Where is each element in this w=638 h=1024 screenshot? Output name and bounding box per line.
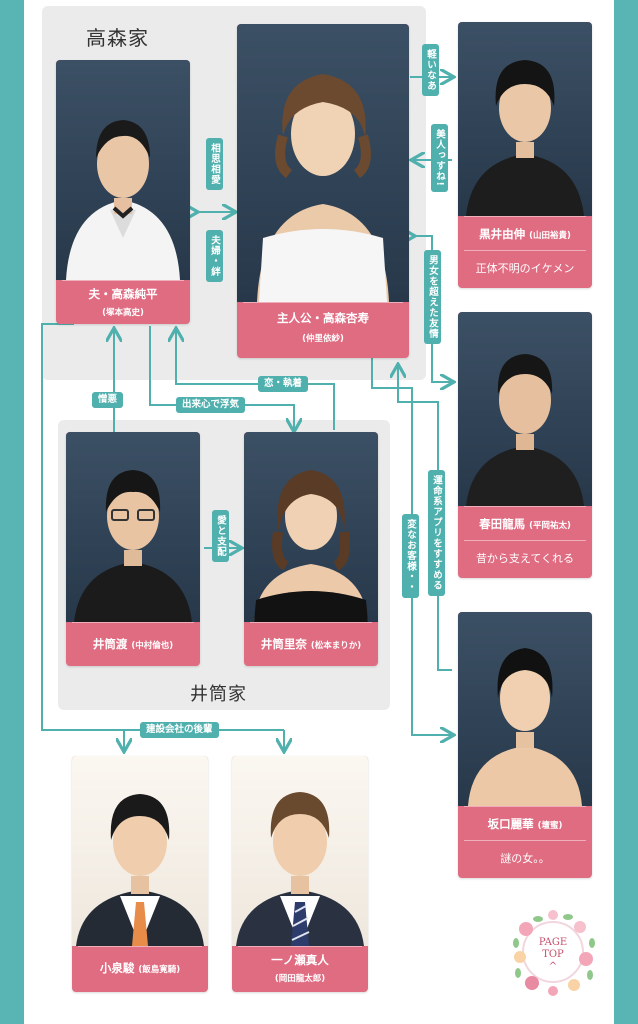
actor-heroine: (仲里依紗) bbox=[302, 334, 344, 344]
card-sakaguchi: 坂口麗華 (壇蜜) 謎の女。。 bbox=[458, 612, 592, 878]
photo-ichinose bbox=[232, 756, 368, 946]
card-haruta: 春田龍馬 (平岡祐太) 昔から支えてくれる bbox=[458, 312, 592, 578]
card-husband: 夫・高森純平 (塚本高史) bbox=[56, 60, 190, 324]
photo-wataru bbox=[66, 432, 200, 622]
card-divider bbox=[72, 622, 194, 623]
relation-koi: 恋・執着 bbox=[258, 376, 309, 392]
photo-rina bbox=[244, 432, 378, 622]
card-divider bbox=[464, 840, 586, 841]
page-top-label[interactable]: PAGE TOP ^ bbox=[506, 937, 600, 973]
card-ichinose: 一ノ瀬真人 (岡田龍太郎) bbox=[232, 756, 368, 992]
card-kuroi: 黒井由伸 (山田裕貴) 正体不明のイケメン bbox=[458, 22, 592, 288]
name-haruta: 春田龍馬 (平岡祐太) bbox=[479, 517, 571, 531]
relation-zouo: 憎悪 bbox=[92, 392, 124, 408]
name-rina: 井筒里奈 (松本まりか) bbox=[260, 637, 362, 651]
photo-husband bbox=[56, 60, 190, 280]
relation-dekigokoro: 出来心で浮気 bbox=[176, 397, 246, 413]
flower-wreath-icon bbox=[513, 910, 595, 996]
card-divider bbox=[238, 946, 362, 947]
photo-kuroi bbox=[458, 22, 592, 216]
name-heroine: 主人公・高森杏寿 bbox=[277, 311, 369, 325]
card-heroine: 主人公・高森杏寿 (仲里依紗) bbox=[237, 24, 409, 358]
card-divider bbox=[464, 506, 586, 507]
card-divider bbox=[464, 540, 586, 541]
relation-unmei: 運命系アプリをすすめる bbox=[428, 470, 445, 596]
takamori-family-label: 高森家 bbox=[86, 26, 149, 50]
card-divider bbox=[62, 280, 184, 281]
card-divider bbox=[243, 302, 403, 303]
relation-kensetsu: 建設会社の後輩 bbox=[140, 722, 219, 738]
relation-danjo: 男女を超えた友情 bbox=[424, 250, 441, 344]
person-silhouette-icon bbox=[257, 74, 389, 302]
photo-haruta bbox=[458, 312, 592, 506]
photo-sakaguchi bbox=[458, 612, 592, 806]
card-divider bbox=[464, 216, 586, 217]
actor-husband: (塚本高史) bbox=[102, 308, 144, 318]
izutsu-family-label: 井筒家 bbox=[190, 684, 247, 705]
relation-hen: 変なお客様・・ bbox=[402, 514, 419, 598]
chevron-up-icon: ^ bbox=[548, 961, 558, 972]
name-husband: 夫・高森純平 bbox=[88, 287, 158, 301]
desc-sakaguchi: 謎の女。。 bbox=[500, 852, 550, 865]
relation-karui: 軽いなあ bbox=[422, 44, 439, 96]
card-rina: 井筒里奈 (松本まりか) bbox=[244, 432, 378, 666]
desc-haruta: 昔から支えてくれる bbox=[475, 552, 575, 565]
photo-heroine bbox=[237, 24, 409, 302]
person-silhouette-icon bbox=[66, 120, 180, 280]
relation-fuufu: 夫婦・絆 bbox=[206, 230, 223, 282]
actor-ichinose: (岡田龍太郎) bbox=[274, 974, 326, 984]
card-divider bbox=[250, 622, 372, 623]
photo-koizumi bbox=[72, 756, 208, 946]
page-top-button[interactable]: PAGE TOP ^ bbox=[506, 905, 600, 999]
person-silhouette-icon bbox=[466, 60, 584, 216]
name-koizumi: 小泉駿 (飯島寛騎) bbox=[99, 961, 181, 975]
person-silhouette-icon bbox=[468, 648, 582, 806]
card-divider bbox=[464, 806, 586, 807]
relation-bijin: 美人っすね! bbox=[431, 124, 448, 192]
desc-kuroi: 正体不明のイケメン bbox=[475, 262, 575, 275]
name-kuroi: 黒井由伸 (山田裕貴) bbox=[479, 227, 571, 241]
relation-ai: 愛と支配 bbox=[212, 510, 229, 562]
name-ichinose: 一ノ瀬真人 bbox=[271, 953, 329, 967]
person-silhouette-icon bbox=[466, 354, 584, 506]
name-sakaguchi: 坂口麗華 (壇蜜) bbox=[487, 817, 563, 831]
person-silhouette-icon bbox=[76, 794, 204, 946]
person-silhouette-icon bbox=[254, 470, 368, 622]
relation-soushi: 相思相愛 bbox=[206, 138, 223, 190]
person-silhouette-icon bbox=[236, 792, 364, 946]
card-wataru: 井筒渡 (中村倫也) bbox=[66, 432, 200, 666]
name-wataru: 井筒渡 (中村倫也) bbox=[92, 637, 174, 651]
card-koizumi: 小泉駿 (飯島寛騎) bbox=[72, 756, 208, 992]
card-divider bbox=[78, 946, 202, 947]
card-divider bbox=[464, 250, 586, 251]
person-silhouette-icon bbox=[74, 470, 192, 622]
